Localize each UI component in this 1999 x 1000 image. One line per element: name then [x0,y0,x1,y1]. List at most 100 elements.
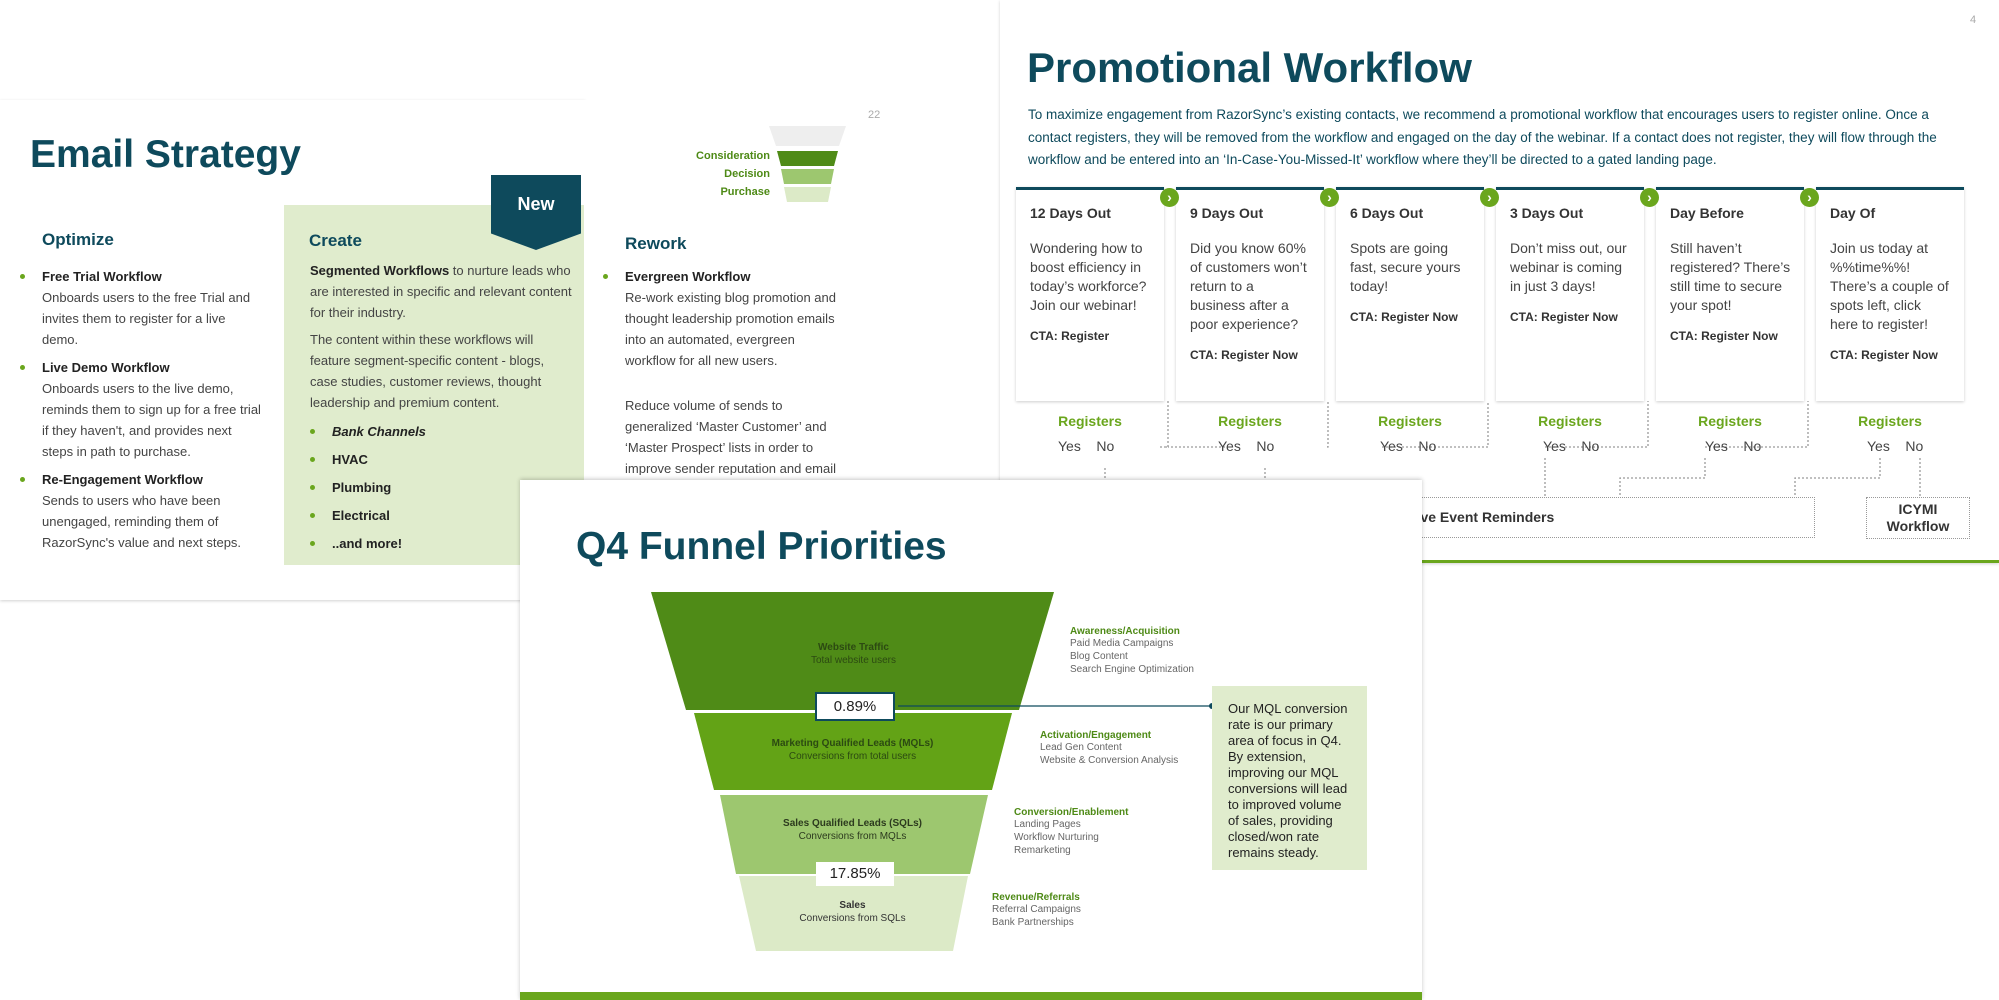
card-body: Still haven’t registered? There’s still … [1670,240,1791,313]
list-item: Bank Channels [310,421,570,442]
list-item-title: Re-Engagement Workflow [42,472,203,487]
side-group-item: Paid Media Campaigns [1070,638,1174,649]
card-body: Don’t miss out, our webinar is coming in… [1510,240,1627,294]
connector-3 [1382,401,1489,448]
yes-no-options: Yes No [1705,438,1761,454]
stage-label: Marketing Qualified Leads (MQLs)Conversi… [720,737,985,763]
side-group-revenue: Revenue/Referrals Referral Campaigns Ban… [992,892,1081,929]
side-group-item: Remarketing [1014,845,1071,856]
stage-name: Sales Qualified Leads (SQLs) [783,818,922,829]
funnel-stage-website-traffic [651,592,1054,710]
create-paragraph: The content within these workflows will … [310,332,545,410]
page-number: 4 [1970,14,1977,26]
side-group-item: Lead Gen Content [1040,742,1122,753]
side-group-item: Referral Campaigns [992,904,1081,915]
connector-4 [1545,401,1649,448]
side-group-item: Landing Pages [1014,819,1081,830]
mql-focus-note: Our MQL conversion rate is our primary a… [1212,686,1367,870]
workflow-card: 9 Days Out Did you know 60% of customers… [1176,187,1324,401]
promotional-description: To maximize engagement from RazorSync’s … [1028,107,1937,167]
stage-sub: Conversions from SQLs [799,913,906,924]
yes-label: Yes [1058,438,1081,454]
workflow-card: 3 Days Out Don’t miss out, our webinar i… [1496,187,1644,401]
card-body: Join us today at %%time%%! There’s a cou… [1830,240,1949,332]
create-intro-rest: to nurture leads who are interested in s… [310,263,572,320]
yes-no-options: Yes No [1380,438,1436,454]
email-strategy-title: Email Strategy [30,133,301,176]
list-item-body: Onboards users to the free Trial and inv… [42,290,251,347]
create-heading: Create [309,231,362,250]
side-group-item: Search Engine Optimization [1070,664,1194,675]
side-group-conversion: Conversion/Enablement Landing Pages Work… [1014,807,1128,857]
new-badge: New [491,175,581,250]
page-number: 22 [868,109,881,121]
registers-label: Registers [1378,413,1442,429]
list-item: HVAC [310,449,570,470]
card-title: 12 Days Out [1030,205,1111,221]
card-body: Wondering how to boost efficiency in tod… [1030,240,1147,313]
side-group-item: Workflow Nurturing [1014,832,1099,843]
stage-sub: Total website users [810,655,897,666]
registers-label: Registers [1218,413,1282,429]
workflow-card: Day Before Still haven’t registered? The… [1656,187,1804,401]
chevron-right-icon: › [1480,188,1499,207]
conversion-rate-badge: 0.89% [815,692,895,721]
mini-funnel-top [769,126,846,146]
card-body: Spots are going fast, secure yours today… [1350,240,1461,294]
optimize-heading: Optimize [42,230,114,249]
list-item: Plumbing [310,477,570,498]
rework-heading: Rework [625,234,687,253]
yes-no-options: Yes No [1867,438,1923,454]
connector-yes-5 [1619,458,1706,497]
workflow-card: 6 Days Out Spots are going fast, secure … [1336,187,1484,401]
registers-label: Registers [1858,413,1922,429]
no-label: No [1905,438,1924,454]
mini-funnel [769,126,846,202]
slide-bottom-bar [520,992,1422,1000]
icymi-workflow-box: ICYMI Workflow [1866,497,1970,539]
yes-no-options: Yes No [1218,438,1274,454]
yes-no-options: Yes No [1058,438,1114,454]
no-label: No [1256,438,1275,454]
conversion-rate-badge: 17.85% [816,862,894,886]
email-strategy-slide: Email Strategy New Optimize Free Trial W… [0,100,585,600]
list-item: Electrical [310,505,570,526]
stage-sub: Conversions from MQLs [798,831,907,842]
chevron-right-icon: › [1800,188,1819,207]
stage-sub: Conversions from total users [788,751,917,762]
chevron-right-icon: › [1160,188,1179,207]
list-item-body: Onboards users to the live demo, reminds… [42,381,261,459]
side-group-item: Bank Partnerships [992,917,1074,928]
mini-funnel-decision [781,169,834,184]
yes-no-options: Yes No [1543,438,1599,454]
yes-label: Yes [1218,438,1241,454]
mini-funnel-purchase [784,187,831,202]
workflow-card: 12 Days Out Wondering how to boost effic… [1016,187,1164,401]
card-cta: CTA: Register Now [1830,348,1938,362]
list-item-title: Evergreen Workflow [625,269,751,284]
funnel-diagram [651,592,1215,951]
card-cta: CTA: Register Now [1510,310,1618,324]
chevron-right-icon: › [1640,188,1659,207]
side-group-heading: Activation/Engagement [1040,730,1152,741]
no-label: No [1743,438,1762,454]
mini-funnel-label: Purchase [720,186,770,198]
side-group-heading: Awareness/Acquisition [1070,626,1180,637]
card-title: 9 Days Out [1190,205,1264,221]
slide-bottom-bar [1000,560,1999,563]
list-item: ..and more! [310,533,570,554]
no-label: No [1581,438,1600,454]
promotional-title: Promotional Workflow [1027,44,1472,91]
yes-label: Yes [1543,438,1566,454]
chevron-right-icon: › [1320,188,1339,207]
funnel-stage-mqls [694,713,1012,790]
mini-funnel-consideration [777,151,838,166]
card-title: Day Before [1670,205,1744,221]
